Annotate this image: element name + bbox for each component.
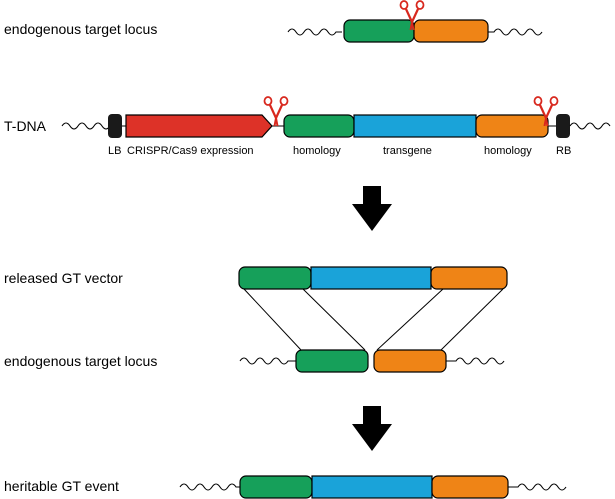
row-label-released-vector: released GT vector	[4, 270, 123, 286]
dna-strand-right	[569, 122, 611, 130]
row-endogenous-locus-bottom: endogenous target locus	[4, 349, 505, 373]
transgene-box	[310, 266, 432, 290]
crossover-line	[243, 288, 302, 351]
crossover-line	[302, 288, 366, 351]
dna-strand-right	[488, 28, 543, 36]
homology-box-left	[238, 266, 312, 290]
transgene-box	[353, 114, 477, 138]
cas9-expression-arrow	[125, 114, 273, 138]
row-tdna: T-DNA LB CRISPR/Cas9 expression homology…	[4, 95, 611, 157]
homology-box-left	[283, 114, 355, 138]
row-label-tdna: T-DNA	[4, 118, 47, 134]
crossover-line	[440, 288, 504, 351]
row-label-endogenous-top: endogenous target locus	[4, 21, 157, 37]
lb-border-block	[108, 114, 122, 138]
homology-box-left	[295, 349, 369, 373]
row-label-heritable: heritable GT event	[4, 478, 119, 494]
homology-box-right	[413, 19, 489, 43]
dna-strand-left	[61, 122, 111, 130]
crossover-line	[376, 288, 444, 351]
row-endogenous-locus-top: endogenous target locus	[4, 0, 543, 43]
row-heritable-event: heritable GT event	[4, 475, 567, 499]
homology-box-right	[475, 114, 549, 138]
homology-box-left	[343, 19, 415, 43]
dna-strand-left	[287, 28, 342, 36]
homology-box-right	[373, 349, 447, 373]
down-arrow-icon	[352, 186, 392, 231]
dna-strand-left	[179, 483, 248, 491]
rb-border-block	[556, 114, 570, 138]
homology-box-right	[431, 475, 509, 499]
homology-label-right: homology	[484, 145, 532, 157]
dna-strand-left	[239, 357, 296, 365]
lb-label: LB	[108, 145, 121, 157]
dna-strand-right	[446, 357, 505, 365]
row-released-vector: released GT vector	[4, 266, 508, 290]
homology-box-right	[430, 266, 508, 290]
down-arrow-icon	[352, 406, 392, 451]
crossover-lines	[243, 288, 504, 351]
transgene-label: transgene	[383, 145, 432, 157]
cas9-label: CRISPR/Cas9 expression	[127, 145, 254, 157]
row-label-endogenous-bottom: endogenous target locus	[4, 353, 157, 369]
transgene-box	[311, 475, 433, 499]
dna-strand-right	[508, 483, 567, 491]
homology-label-left: homology	[293, 145, 341, 157]
homology-box-left	[239, 475, 313, 499]
rb-label: RB	[556, 145, 571, 157]
